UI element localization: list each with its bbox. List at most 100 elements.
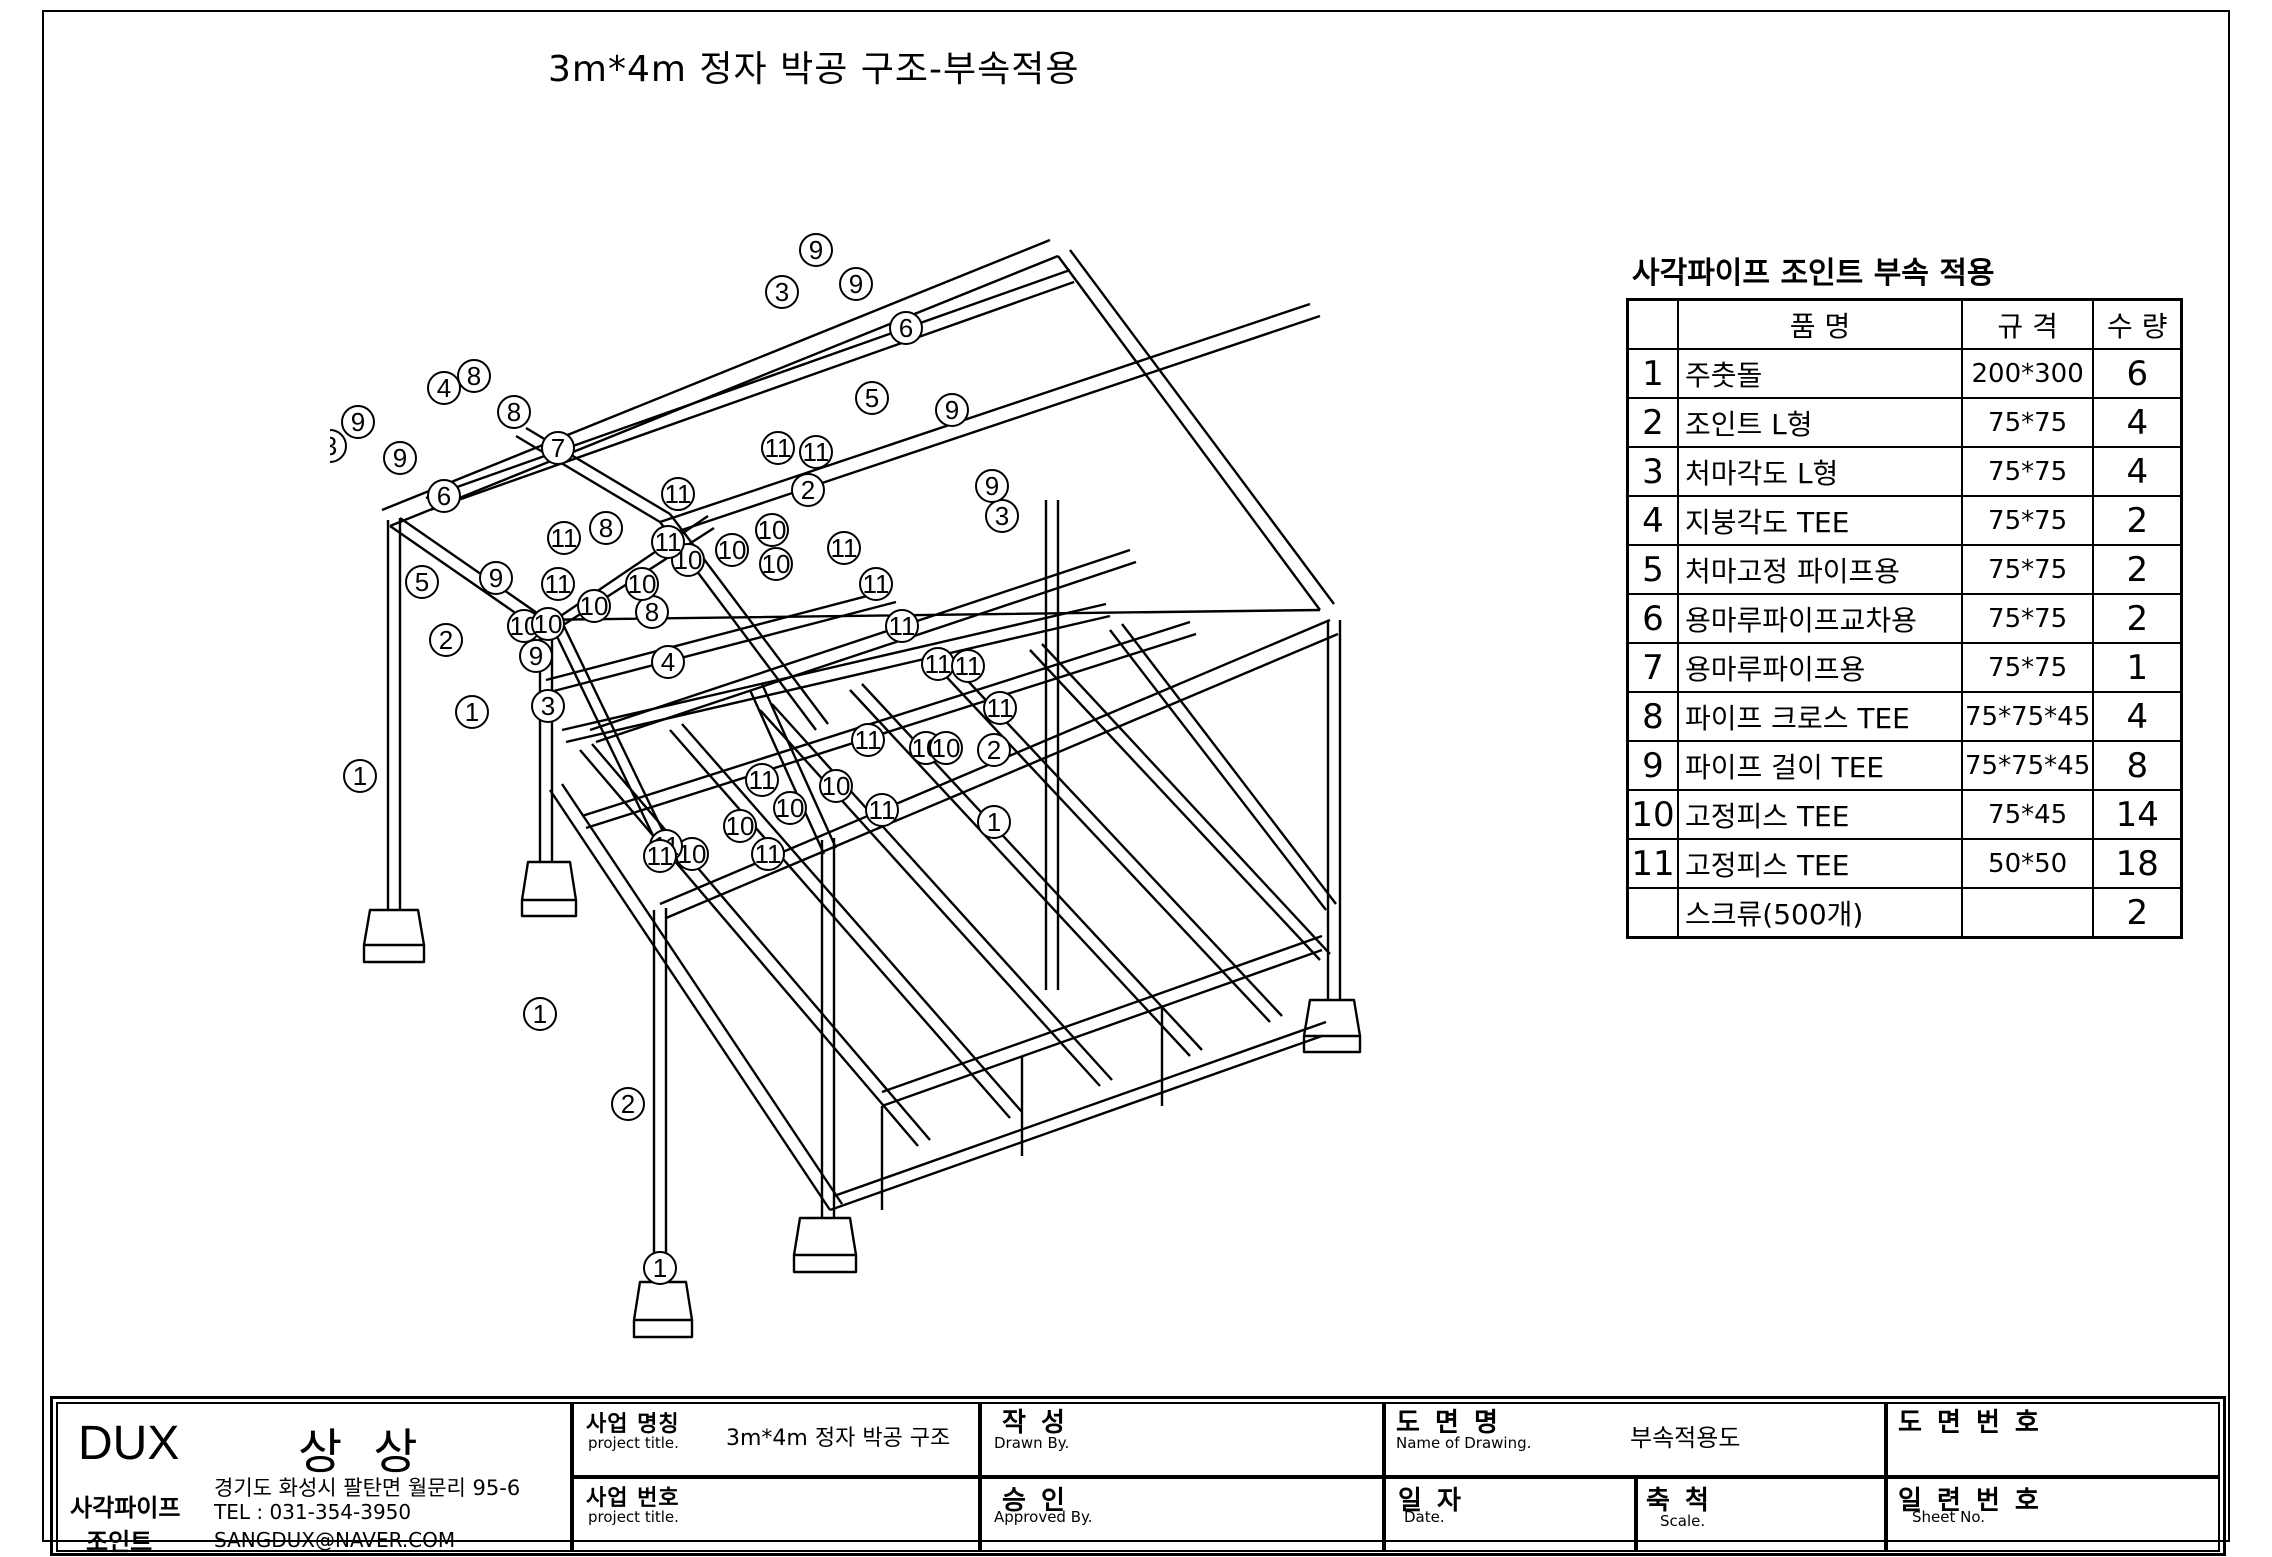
part-name: 처마각도 L형: [1677, 446, 1963, 497]
callout-11: 11: [643, 839, 677, 873]
callout-number: 9: [985, 471, 999, 501]
callout-3: 3: [985, 499, 1019, 533]
callout-8: 8: [589, 511, 623, 545]
callout-5: 5: [855, 381, 889, 415]
callout-number: 11: [755, 839, 782, 869]
callout-number: 10: [580, 591, 609, 621]
company-name: DUX: [78, 1417, 180, 1470]
callout-11: 11: [865, 793, 899, 827]
callout-circle: [799, 233, 833, 267]
callout-number: 1: [533, 999, 547, 1029]
part-spec: 75*75: [1960, 544, 2095, 595]
callout-circle: [405, 565, 439, 599]
part-number: 9: [1626, 740, 1679, 791]
part-name: 지붕각도 TEE: [1677, 495, 1963, 546]
project-name-cell: [572, 1402, 980, 1477]
callout-circle: [429, 623, 463, 657]
part-qty: 6: [2092, 348, 2183, 399]
part-number: [1626, 887, 1679, 939]
part-number: 3: [1626, 446, 1679, 497]
callout-number: 1: [465, 697, 479, 727]
part-number: 6: [1626, 593, 1679, 644]
callout-1: 1: [643, 1251, 677, 1285]
part-spec: 75*75*45: [1960, 691, 2095, 742]
callout-circle: [755, 513, 789, 547]
callout-8: 8: [457, 359, 491, 393]
callout-number: 11: [831, 533, 858, 563]
approved-label: 승 인: [1002, 1486, 1068, 1516]
callout-circle: [541, 567, 575, 601]
callout-number: 11: [749, 765, 776, 795]
part-number: 8: [1626, 691, 1679, 742]
callout-circle: [643, 839, 677, 873]
callout-circle: [859, 567, 893, 601]
sheet-no-cell: [1886, 1477, 2220, 1552]
part-qty: 4: [2092, 397, 2183, 448]
callout-circle: [531, 689, 565, 723]
callout-circle: [330, 429, 347, 463]
callout-10: 10: [507, 609, 541, 643]
callout-number: 8: [467, 361, 481, 391]
callout-circle: [383, 441, 417, 475]
part-spec: [1960, 887, 2095, 939]
part-name: 처마고정 파이프용: [1677, 544, 1963, 595]
callout-circle: [773, 791, 807, 825]
callout-number: 10: [822, 771, 851, 801]
callout-circle: [759, 547, 793, 581]
product-line-2: 조인트: [86, 1528, 153, 1556]
callout-number: 10: [762, 549, 791, 579]
callout-number: 8: [599, 513, 613, 543]
callout-9: 9: [383, 441, 417, 475]
callout-11: 11: [851, 723, 885, 757]
callout-number: 6: [437, 481, 451, 511]
callout-10: 10: [929, 731, 963, 765]
part-spec: 75*75: [1960, 397, 2095, 448]
callout-number: 7: [551, 433, 565, 463]
drawn-label: 작 성: [1002, 1408, 1068, 1438]
part-qty: 4: [2092, 446, 2183, 497]
callout-circle: [427, 479, 461, 513]
callout-circle: [455, 695, 489, 729]
callout-markers: 1111112222333344556678888999999991010101…: [330, 233, 1019, 1285]
callout-number: 11: [655, 527, 682, 557]
part-qty: 8: [2092, 740, 2183, 791]
title-block-outer: [50, 1396, 2226, 1556]
callout-11: 11: [761, 431, 795, 465]
callout-circle: [975, 469, 1009, 503]
callout-circle: [951, 649, 985, 683]
drawing-no-label: 도 면 번 호: [1898, 1408, 2042, 1438]
callout-number: 8: [507, 397, 521, 427]
callout-11: 11: [541, 567, 575, 601]
part-name: 고정피스 TEE: [1677, 789, 1963, 840]
callout-10: 10: [759, 547, 793, 581]
callout-circle: [839, 267, 873, 301]
callout-number: 3: [775, 277, 789, 307]
callout-number: 1: [353, 761, 367, 791]
part-qty: 2: [2092, 887, 2183, 939]
callout-11: 11: [799, 435, 833, 469]
callout-circle: [761, 431, 795, 465]
callout-3: 3: [765, 275, 799, 309]
callout-number: 9: [489, 563, 503, 593]
callout-circle: [715, 533, 749, 567]
callout-number: 10: [628, 569, 657, 599]
part-spec: 75*75: [1960, 446, 2095, 497]
part-number: 10: [1626, 789, 1679, 840]
callout-11: 11: [921, 647, 955, 681]
callout-10: 10: [723, 809, 757, 843]
date-cell: [1384, 1477, 1636, 1552]
callout-1: 1: [455, 695, 489, 729]
callout-number: 1: [987, 807, 1001, 837]
callout-circle: [889, 311, 923, 345]
callout-number: 11: [765, 433, 792, 463]
callout-10: 10: [819, 769, 853, 803]
callout-circle: [661, 477, 695, 511]
callout-circle: [827, 531, 861, 565]
callout-3: 3: [531, 689, 565, 723]
callout-circle: [427, 371, 461, 405]
